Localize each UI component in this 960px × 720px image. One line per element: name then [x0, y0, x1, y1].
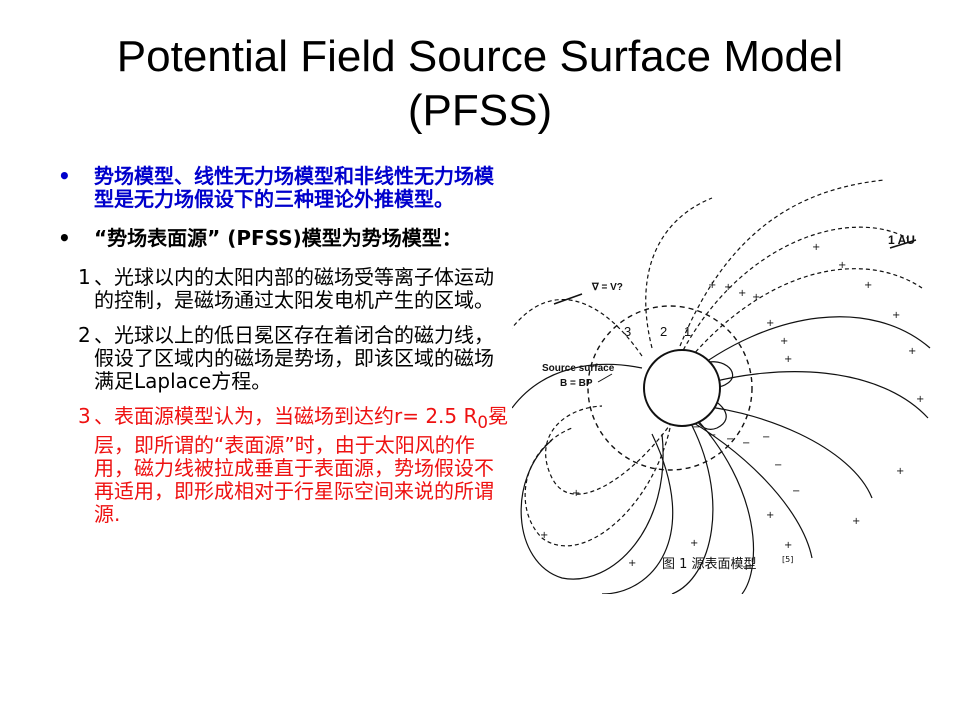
svg-text:+: + [690, 538, 698, 549]
svg-text:+: + [572, 488, 580, 499]
figure-caption: 图 1 源表面模型 [662, 557, 757, 572]
svg-text:+: + [766, 510, 774, 521]
sun-circle [643, 349, 721, 427]
bullet-2-text: “势场表面源” (PFSS)模型为势场模型： [94, 226, 462, 250]
label-b-eq: B = BP [560, 378, 593, 389]
svg-text:+: + [784, 540, 792, 551]
svg-text:−: − [726, 434, 734, 445]
region-3: 3 [624, 324, 631, 339]
svg-text:+: + [784, 354, 792, 365]
svg-text:+: + [838, 260, 846, 271]
label-gradient: ∇ = V? [591, 282, 623, 293]
svg-text:+: + [724, 282, 732, 293]
region-2: 2 [660, 324, 667, 339]
svg-text:+: + [766, 318, 774, 329]
item-3-text-after: 冕层，即所谓的“表面源”时，由于太阳风的作用，磁力线被拉成垂直于表面源，势场假设… [94, 404, 509, 526]
arrow-gradient [553, 293, 583, 305]
svg-text:+: + [540, 530, 548, 541]
svg-text:+: + [896, 466, 904, 477]
svg-text:+: + [812, 242, 820, 253]
region-1: 1 [684, 324, 691, 339]
svg-text:−: − [774, 460, 782, 471]
pointer-source-surface [597, 373, 613, 383]
label-source-surface: Source surface [542, 363, 615, 374]
bullet-1: • 势场模型、线性无力场模型和非线性无力场模型是无力场假设下的三种理论外推模型。 [58, 165, 510, 211]
item-3-text-before: 、表面源模型认为，当磁场到达约r= 2.5 R [94, 404, 478, 428]
slide-body: • 势场模型、线性无力场模型和非线性无力场模型是无力场假设下的三种理论外推模型。… [58, 165, 510, 538]
svg-text:−: − [792, 486, 800, 497]
svg-text:−: − [708, 430, 716, 441]
figure-caption-ref: [5] [782, 555, 793, 564]
svg-text:+: + [916, 394, 924, 405]
svg-text:+: + [864, 280, 872, 291]
bullet-2: • “势场表面源” (PFSS)模型为势场模型： [58, 227, 510, 250]
item-3: 3 、表面源模型认为，当磁场到达约r= 2.5 R0冕层，即所谓的“表面源”时，… [58, 405, 510, 526]
svg-text:−: − [762, 432, 770, 443]
pfss-figure: ++++ +++ ++++ ++++ −−−− −−− ++++ +++ 1 A… [512, 178, 936, 594]
svg-text:+: + [780, 336, 788, 347]
item-2-number: 2 [78, 323, 91, 347]
slide-title: Potential Field Source Surface Model (PF… [116, 32, 844, 135]
item-1-text: 、光球以内的太阳内部的磁场受等离子体运动的控制，是磁场通过太阳发电机产生的区域。 [94, 265, 494, 312]
svg-text:+: + [908, 346, 916, 357]
item-1: 1 、光球以内的太阳内部的磁场受等离子体运动的控制，是磁场通过太阳发电机产生的区… [58, 266, 510, 312]
item-3-subscript: 0 [477, 413, 489, 432]
label-1au: 1 AU [888, 233, 915, 247]
item-1-number: 1 [78, 265, 91, 289]
svg-text:+: + [738, 288, 746, 299]
svg-text:−: − [692, 422, 700, 433]
bullet-1-text: 势场模型、线性无力场模型和非线性无力场模型是无力场假设下的三种理论外推模型。 [94, 164, 494, 211]
svg-text:+: + [892, 310, 900, 321]
arrow-1au [889, 239, 917, 249]
svg-text:+: + [742, 562, 750, 573]
svg-text:+: + [752, 292, 760, 303]
source-surface-circle [587, 305, 753, 471]
svg-text:+: + [708, 280, 716, 291]
pfss-diagram: ++++ +++ ++++ ++++ −−−− −−− ++++ +++ 1 A… [512, 179, 931, 594]
bullet-marker: • [58, 164, 71, 188]
bullet-marker: • [58, 226, 71, 250]
svg-text:+: + [628, 558, 636, 569]
svg-text:+: + [852, 516, 860, 527]
item-2-text: 、光球以上的低日冕区存在着闭合的磁力线，假设了区域内的磁场是势场，即该区域的磁场… [94, 323, 494, 393]
item-2: 2 、光球以上的低日冕区存在着闭合的磁力线，假设了区域内的磁场是势场，即该区域的… [58, 324, 510, 393]
item-3-number: 3 [78, 404, 91, 428]
polarity-markers: ++++ +++ ++++ ++++ −−−− −−− ++++ +++ [540, 242, 924, 573]
svg-text:−: − [742, 438, 750, 449]
